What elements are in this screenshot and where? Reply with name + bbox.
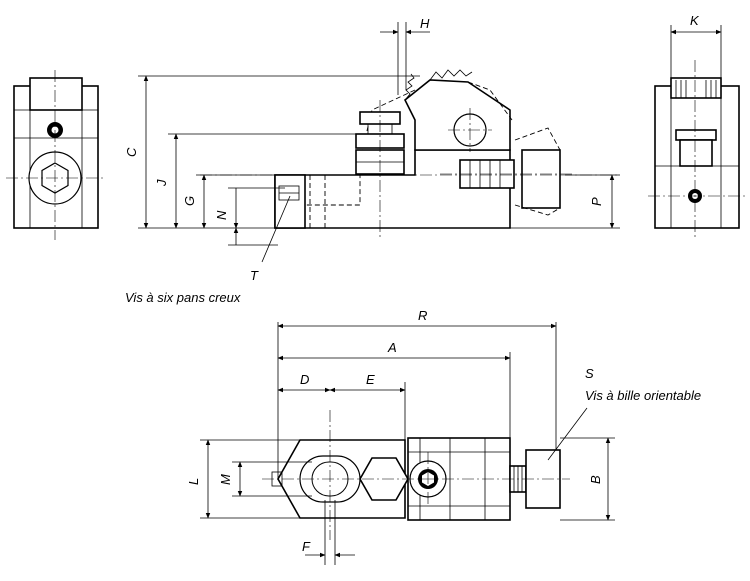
top-view-dimensions <box>200 322 615 565</box>
dim-label-E: E <box>366 372 375 387</box>
side-view <box>200 69 620 240</box>
dim-label-D: D <box>300 372 309 387</box>
dim-label-M: M <box>218 474 233 485</box>
left-end-view <box>6 70 104 240</box>
dim-label-S: S <box>585 366 594 381</box>
dim-label-G: G <box>182 196 197 206</box>
dim-label-A: A <box>387 340 397 355</box>
dim-label-H: H <box>420 16 430 31</box>
dim-label-T: T <box>250 268 259 283</box>
dim-label-P: P <box>589 197 604 206</box>
dim-label-L: L <box>186 478 201 485</box>
dim-label-F: F <box>302 539 311 554</box>
dim-label-C: C <box>124 147 139 157</box>
dim-label-N: N <box>214 210 229 220</box>
side-view-dimensions <box>138 22 722 263</box>
note-ball-screw: Vis à bille orientable <box>585 388 701 403</box>
top-view <box>262 410 570 540</box>
dim-label-K: K <box>690 13 700 28</box>
dim-label-J: J <box>154 179 169 187</box>
dim-label-R: R <box>418 308 427 323</box>
right-end-view <box>648 60 745 240</box>
note-hex-socket-screw: Vis à six pans creux <box>125 290 241 305</box>
dim-label-B: B <box>588 475 603 484</box>
